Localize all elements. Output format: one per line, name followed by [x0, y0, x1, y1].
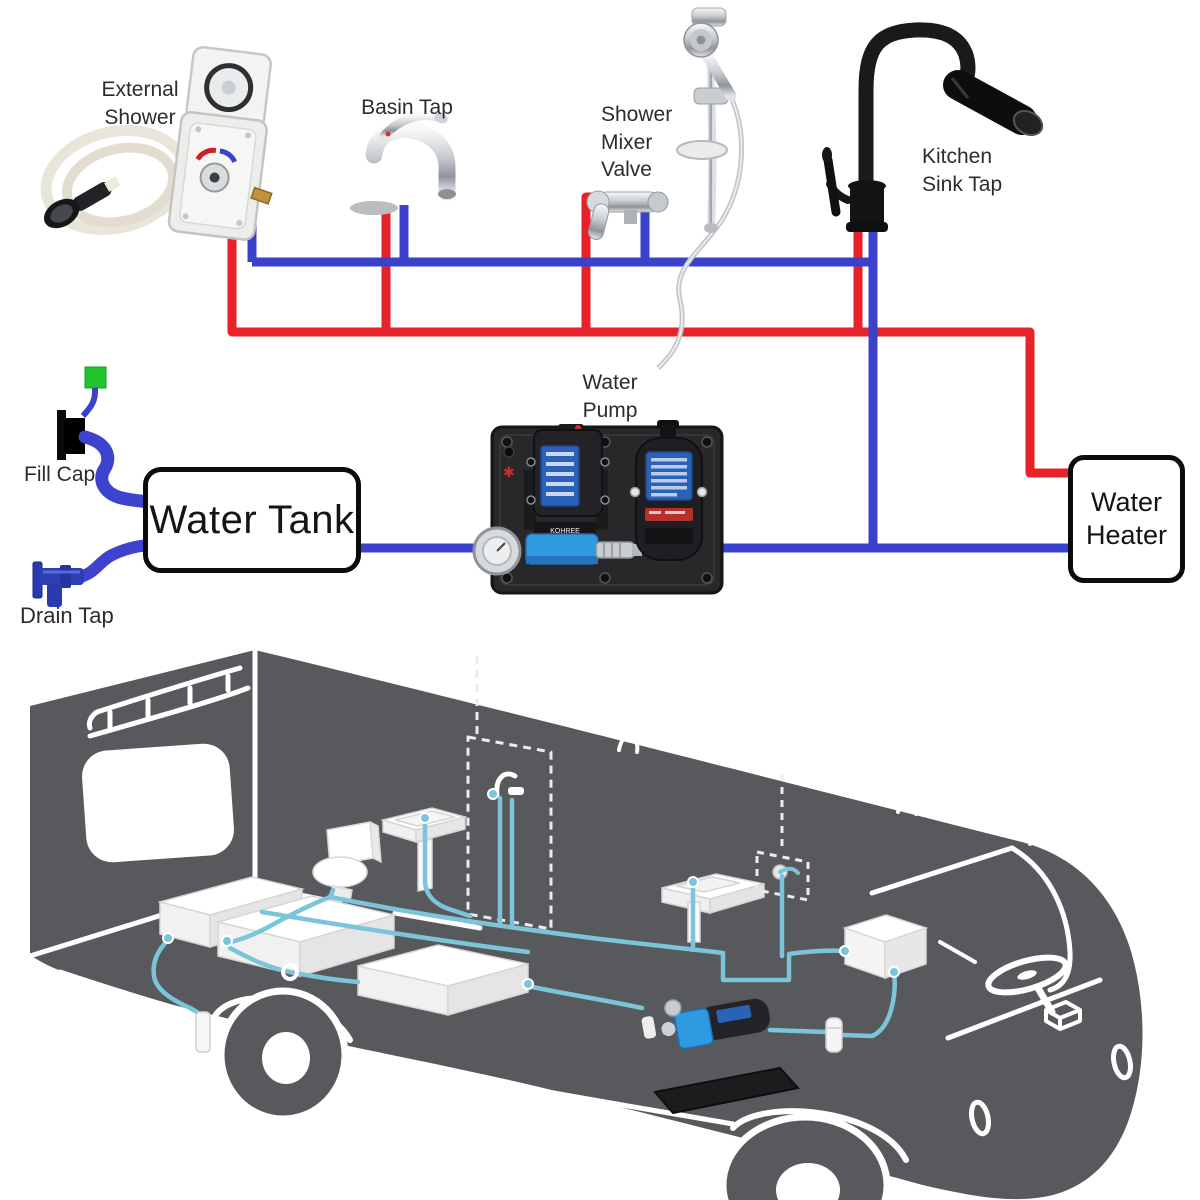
- rv-plumbing-pipes: [151, 795, 897, 1039]
- side-marker-lights: [968, 1043, 1134, 1137]
- shower-mixer-valve-label: Shower Mixer Valve: [601, 103, 673, 182]
- water-pump-rv: [641, 998, 800, 1115]
- shower-mixer-valve-device: [586, 95, 745, 370]
- pedal-box: [1044, 1000, 1082, 1031]
- fill-cap-label: Fill Cap: [24, 463, 96, 486]
- windshield-curve: [1009, 845, 1073, 993]
- fresh-water-tanks: [157, 876, 397, 978]
- handset-handle: [700, 48, 737, 102]
- water-heater-text: Water Heater: [1085, 487, 1168, 550]
- rv-cutaway-illustration: [27, 647, 1143, 1200]
- drain-tap-label: Drain Tap: [20, 603, 114, 628]
- external-shower-unit: [40, 46, 273, 241]
- water-pump-label: Water Pump: [582, 371, 638, 422]
- roof-rack: [86, 665, 251, 739]
- rv-body: [30, 650, 1143, 1200]
- water-heater-box-rv: [842, 914, 929, 980]
- water-tank-text: Water Tank: [149, 497, 355, 542]
- basin-branch: [422, 817, 473, 919]
- kitchen-sink-rv: [661, 873, 765, 943]
- shower-handset-icon: [43, 176, 121, 229]
- kitchen-sink-tap-device: [822, 22, 1044, 232]
- shower-enclosure: [466, 654, 553, 931]
- external-shower-label: External Shower: [101, 78, 179, 129]
- toilet: [312, 820, 382, 903]
- rear-wheel-hub: [262, 1032, 310, 1084]
- hot-main: [227, 202, 1070, 478]
- basin-tap-device: [350, 111, 456, 215]
- soap-dish: [676, 140, 728, 160]
- water-heater-node: Water Heater: [1068, 455, 1185, 583]
- panel-star-mark: ✱: [503, 464, 515, 480]
- column-line: [938, 940, 977, 964]
- hose-barb-fitting: [250, 186, 273, 205]
- pipe-fittings: [162, 812, 900, 990]
- front-wheel-hub: [776, 1163, 840, 1200]
- dashboard-line: [945, 977, 1103, 1041]
- spray-head: [943, 70, 1037, 135]
- main-run-upper: [327, 894, 848, 983]
- cab-lines: [869, 845, 1103, 1041]
- fill-inlet: [195, 1011, 211, 1068]
- kitchen-sink-tap-label: Kitchen Sink Tap: [922, 145, 1003, 196]
- front-wheel: [719, 1113, 891, 1200]
- mixer-lever: [587, 203, 610, 240]
- main-run-lower: [259, 909, 531, 955]
- fill-cap-green-square: [84, 366, 107, 389]
- drain-tap-assembly: [32, 539, 156, 607]
- rear-branch: [225, 894, 333, 946]
- fill-branch: [151, 937, 200, 1015]
- shower-head-icon: [487, 788, 499, 800]
- pump-unit: KOHREE: [472, 424, 642, 576]
- bench-tank: [357, 944, 529, 1016]
- basin-tap-label: Basin Tap: [361, 96, 453, 119]
- inline-filter: [825, 1017, 843, 1053]
- pump-to-heater: [767, 971, 897, 1039]
- fill-hose: [78, 430, 157, 509]
- accumulator-tank: [629, 420, 708, 561]
- fill-cap-assembly: [57, 366, 157, 509]
- drain-hose: [70, 539, 156, 584]
- a-pillar-line: [869, 845, 1015, 896]
- water-pump-panel: ✱ KOHREE: [472, 420, 724, 595]
- external-shower-socket-box: [167, 46, 273, 241]
- pump-outlet-fitting: [595, 541, 635, 559]
- front-wheel-arch: [730, 1108, 909, 1163]
- water-tank-node: Water Tank: [143, 467, 361, 573]
- roof-clamps: [617, 734, 1050, 848]
- panel-switch: [503, 446, 515, 458]
- shower-rail-device: [676, 7, 737, 233]
- pump-brand-text: KOHREE: [550, 528, 580, 535]
- tank-to-pump: [525, 983, 645, 1011]
- tank-link: [227, 945, 361, 985]
- rear-window: [82, 743, 234, 863]
